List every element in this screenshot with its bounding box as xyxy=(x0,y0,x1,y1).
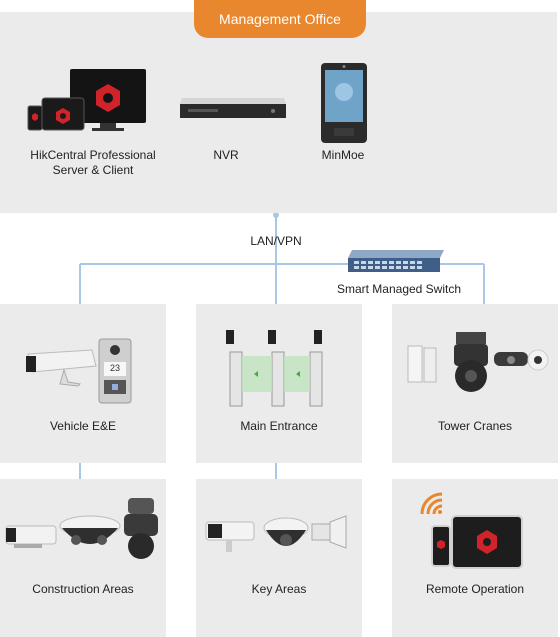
key-areas-panel xyxy=(196,479,362,637)
management-office-tab: Management Office xyxy=(194,0,366,38)
site-label-remote-operation: Remote Operation xyxy=(425,582,525,596)
key-area-devices-icon xyxy=(205,515,347,552)
site-label-vehicle-ee: Vehicle E&E xyxy=(49,419,117,433)
construction-cameras-icon xyxy=(5,498,158,559)
hikcentral-label-line2: Server & Client xyxy=(52,163,134,177)
site-label-construction-areas: Construction Areas xyxy=(32,582,134,596)
network-switch-icon xyxy=(348,250,444,272)
lan-vpn-label: LAN/VPN xyxy=(250,234,302,248)
turnstile-gates-icon xyxy=(226,330,323,407)
mobile-tablet-icon xyxy=(431,515,523,569)
anpr-camera-icon xyxy=(26,349,97,387)
hikcentral-label: HikCentral Professional Server & Client xyxy=(18,148,168,178)
wifi-icon xyxy=(420,492,443,515)
nvr-label: NVR xyxy=(213,148,239,162)
hikcentral-label-line1: HikCentral Professional xyxy=(30,148,156,162)
hikcentral-devices-icon xyxy=(27,69,146,131)
vehicle-ee-panel xyxy=(0,304,166,463)
site-label-main-entrance: Main Entrance xyxy=(240,419,318,433)
site-label-key-areas: Key Areas xyxy=(251,582,307,596)
minmoe-terminal-icon xyxy=(321,63,367,143)
crane-cameras-icon xyxy=(407,332,549,392)
intercom-icon xyxy=(98,338,132,404)
site-label-tower-cranes: Tower Cranes xyxy=(437,419,513,433)
switch-label: Smart Managed Switch xyxy=(336,282,462,296)
intercom-display-number: 23 xyxy=(109,363,120,373)
nvr-icon xyxy=(180,98,286,118)
minmoe-label: MinMoe xyxy=(321,148,365,162)
